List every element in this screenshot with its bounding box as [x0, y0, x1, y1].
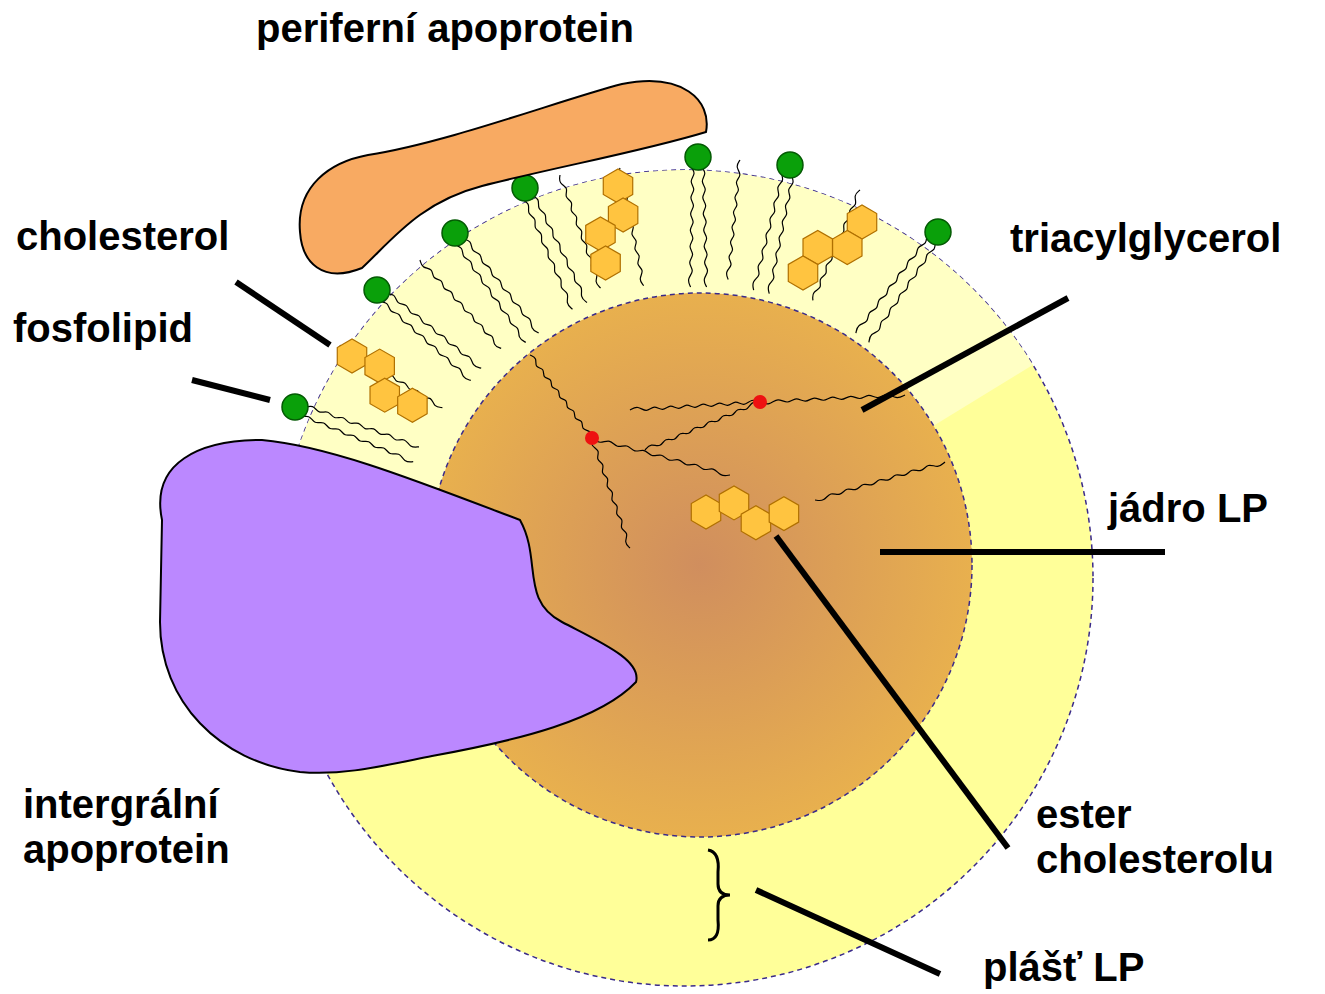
cholesterol-molecule — [337, 339, 427, 422]
sterol-ring — [591, 246, 620, 280]
cholesterol-ester-molecule — [691, 486, 798, 540]
fatty-acid-tail — [701, 157, 708, 287]
peripheral-apoprotein — [300, 81, 707, 273]
fatty-acid-tail — [380, 286, 481, 368]
glycerol-dot — [753, 395, 767, 409]
sterol-ring — [833, 231, 862, 265]
sterol-ring — [769, 497, 798, 531]
phospholipid-head — [512, 175, 538, 201]
leader-line — [192, 380, 270, 400]
part-label: ester cholesterolu — [1036, 792, 1320, 882]
cholesterol-molecule — [788, 205, 876, 290]
integral-apoprotein — [160, 440, 637, 773]
cholesterol-molecule — [586, 169, 638, 280]
phospholipid-head — [442, 220, 468, 246]
fatty-acid-tail — [520, 190, 572, 309]
part-label: triacylglycerol — [1010, 216, 1281, 261]
part-label: periferní apoprotein — [256, 6, 634, 51]
phospholipid-head — [364, 277, 390, 303]
leader-lines — [192, 282, 1165, 974]
phospholipid-head — [282, 394, 308, 420]
sterol-ring — [603, 169, 632, 203]
ester-chain — [815, 462, 945, 501]
fatty-acid-tail — [689, 157, 694, 287]
phospholipid-head — [925, 219, 951, 245]
sterol-ring — [365, 349, 394, 383]
leader-line — [236, 282, 330, 345]
part-label: fosfolipid — [13, 306, 193, 351]
sterol-ring — [337, 339, 366, 373]
fatty-acid-tail — [753, 164, 785, 290]
glycerol-dot — [585, 431, 599, 445]
sterol-ring — [788, 256, 817, 290]
part-label: cholesterol — [16, 214, 229, 259]
phospholipid-head — [777, 152, 803, 178]
part-label: intergrální apoprotein — [23, 782, 273, 872]
fatty-acid-tail — [869, 235, 942, 343]
triacylglycerol-chain — [645, 402, 760, 450]
triacylglycerol-chain — [592, 438, 630, 548]
shell-bracket — [708, 850, 730, 940]
leader-line — [880, 549, 1165, 555]
triacylglycerol-chain — [530, 355, 592, 438]
part-label: jádro LP — [1108, 486, 1268, 531]
part-label: plášť LP — [983, 945, 1144, 990]
fatty-acid-tail — [420, 260, 501, 348]
sterol-ring — [398, 388, 427, 422]
fatty-acid-tail — [459, 230, 539, 333]
sterol-ring — [370, 378, 399, 412]
leader-line — [756, 890, 940, 974]
fatty-acid-tail — [451, 236, 526, 342]
triacylglycerol-chain — [592, 438, 730, 476]
sterol-ring — [691, 495, 720, 529]
triacylglycerol-chain — [630, 400, 760, 410]
core-lipids — [530, 355, 945, 548]
fatty-acid-tail — [856, 229, 934, 333]
fatty-acid-tail — [727, 160, 740, 279]
fatty-acid-tail — [530, 186, 587, 303]
leader-line — [776, 536, 1008, 848]
phospholipid-head — [685, 144, 711, 170]
sterol-ring — [741, 506, 770, 540]
leader-line — [862, 298, 1068, 410]
sterol-ring — [586, 217, 615, 251]
